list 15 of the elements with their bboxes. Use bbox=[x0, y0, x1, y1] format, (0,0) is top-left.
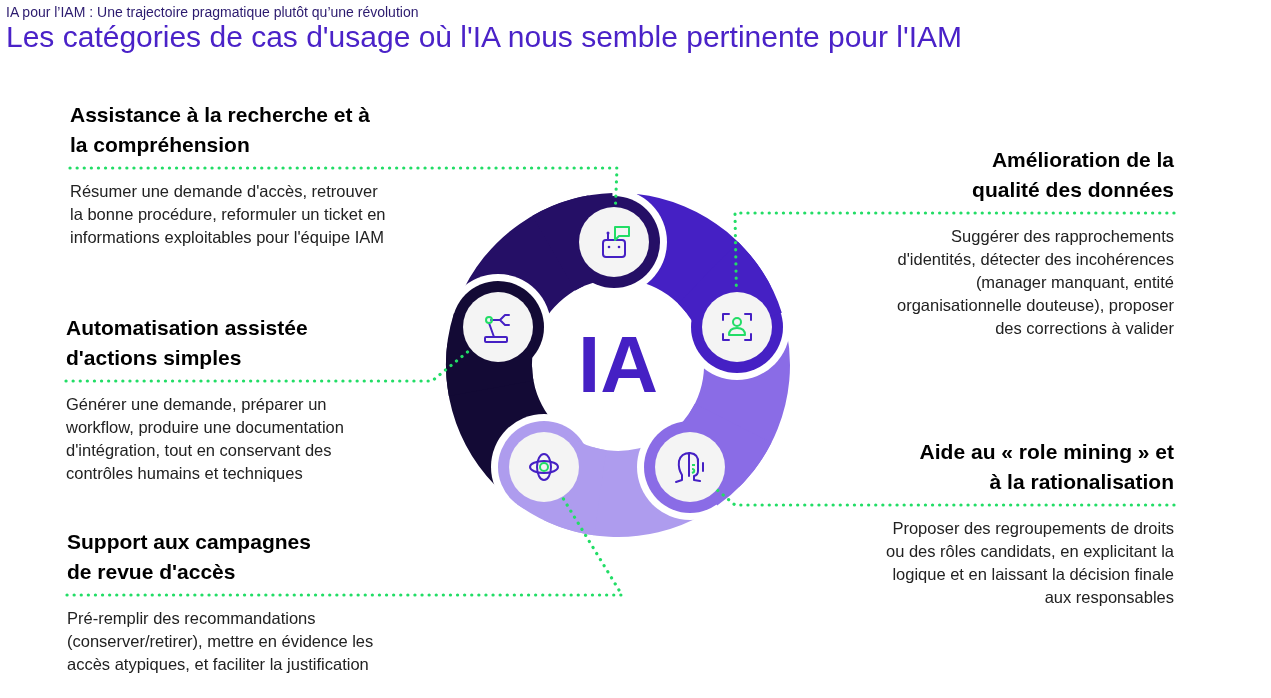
title: Les catégories de cas d'usage où l'IA nous semble pertinente pour l'IAM bbox=[6, 20, 963, 54]
category-heading: Assistance à la recherche et à la compréhension bbox=[70, 102, 370, 158]
category-heading: Support aux campagnes de revue d'accès bbox=[67, 529, 312, 585]
category-heading: Aide au « role mining » et à la rationalisation bbox=[919, 439, 1174, 495]
center-label: IA bbox=[578, 325, 658, 405]
category-description: Suggérer des rapprochements d'identités, détecter des incohérences (manager manquant, entité organisationnelle douteuse), proposer des corrections à valider bbox=[895, 226, 1174, 339]
leader-line bbox=[715, 488, 1176, 507]
leader-line bbox=[65, 495, 625, 597]
category-description: Résumer une demande d'accès, retrouver la bonne procédure, reformuler un ticket en informations exploitables pour l'équipe IAM bbox=[70, 181, 387, 248]
category-description: Proposer des regroupements de droits ou des rôles candidats, en explicitant la logique et en laissant la décision finale aux responsables bbox=[885, 518, 1174, 608]
category-heading: Automatisation assistée d'actions simples bbox=[66, 315, 309, 371]
category-description: Pré-remplir des recommandations (conserver/retirer), mettre en évidence les accès atypiques, et faciliter la justification bbox=[67, 608, 375, 675]
category-heading: Amélioration de la qualité des données bbox=[971, 147, 1174, 203]
subtitle: IA pour l’IAM : Une trajectoire pragmatique plutôt qu’une révolution bbox=[6, 4, 419, 20]
category-description: Générer une demande, préparer un workflow, produire une documentation d'intégration, tout en conservant des contrôles humains et techniques bbox=[66, 394, 345, 484]
